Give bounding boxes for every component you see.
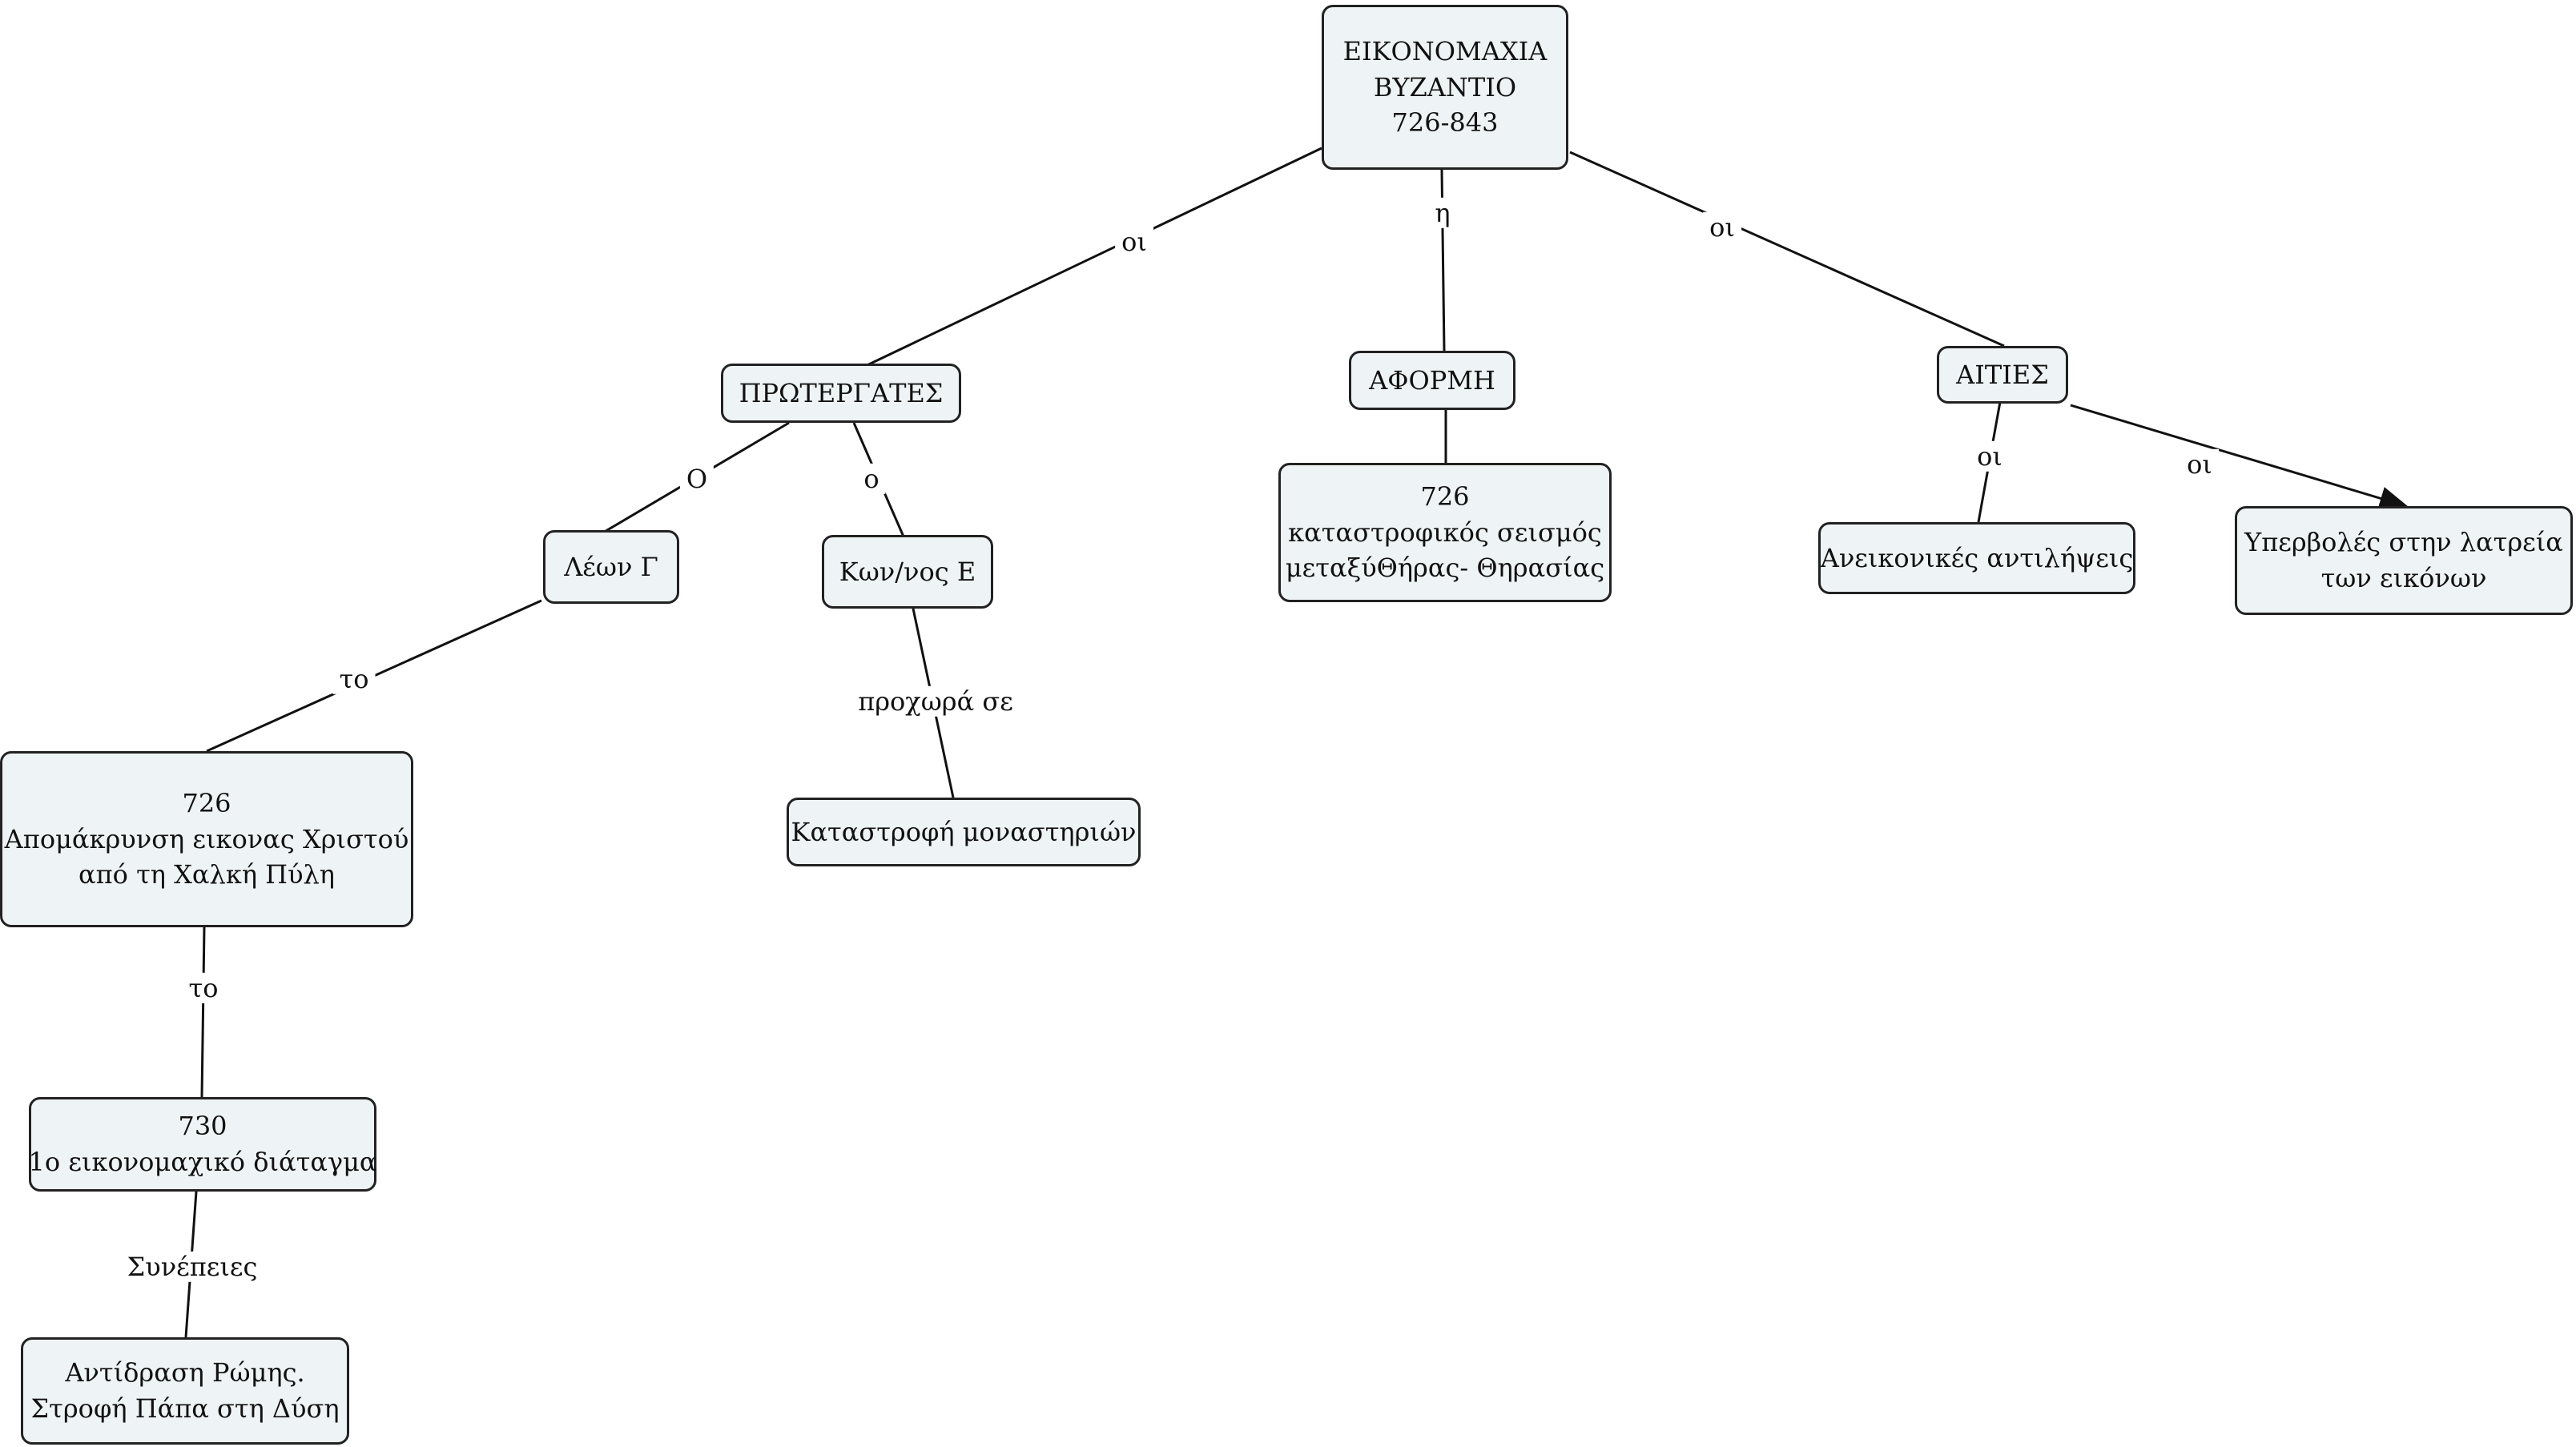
node-seismos-line-1: 726 — [1420, 480, 1470, 512]
node-apomakrynsi-line-1: 726 — [182, 787, 231, 818]
node-root-line-1: ΕΙΚΟΝΟΜΑΧΙΑ — [1342, 35, 1548, 66]
edge-aities-yperboles — [2070, 404, 2409, 510]
node-aneikonikes-text: Ανεικονικές αντιλήψεις — [1820, 542, 2134, 573]
node-antidrasi: Αντίδραση Ρώμης. Στροφή Πάπα στη Δύση — [21, 1337, 349, 1445]
link-label-apomakrynsi-diatagma: το — [182, 972, 225, 1004]
node-leon-text: Λέων Γ — [564, 551, 658, 582]
node-apomakrynsi-line-3: από τη Χαλκή Πύλη — [78, 859, 335, 890]
node-yperboles-line-2: των εικόνων — [2320, 563, 2487, 593]
link-label-root-protergates: οι — [1115, 226, 1153, 258]
node-seismos-line-3: μεταξύΘήρας- Θηρασίας — [1285, 553, 1605, 584]
node-yperboles-line-1: Υπερβολές στην λατρεία — [2244, 527, 2563, 558]
node-diatagma-line-2: 1ο εικονομαχικό διάταγμα — [28, 1147, 377, 1177]
node-leon: Λέων Γ — [543, 530, 679, 604]
edge-root-protergates — [856, 147, 1322, 372]
node-protergates: ΠΡΩΤΕΡΓΑΤΕΣ — [721, 364, 961, 423]
node-antidrasi-line-1: Αντίδραση Ρώμης. — [65, 1357, 305, 1389]
link-label-protergates-konos: ο — [857, 463, 886, 495]
node-seismos-line-2: καταστροφικός σεισμός — [1288, 516, 1602, 548]
node-konos: Κων/νος Ε — [822, 535, 993, 609]
node-katastrofi-text: Καταστροφή μοναστηριών — [791, 816, 1137, 847]
node-aformi: ΑΦΟΡΜΗ — [1349, 351, 1515, 410]
node-root-line-2: ΒΥΖΑΝΤΙΟ — [1373, 71, 1517, 102]
link-label-root-aities: οι — [1703, 211, 1741, 243]
node-seismos: 726 καταστροφικός σεισμός μεταξύΘήρας- Θ… — [1278, 463, 1612, 602]
node-root: ΕΙΚΟΝΟΜΑΧΙΑ ΒΥΖΑΝΤΙΟ 726-843 — [1322, 5, 1568, 170]
node-apomakrynsi: 726 Απομάκρυνση εικονας Χριστού από τη Χ… — [0, 751, 413, 927]
node-aities-text: ΑΙΤΙΕΣ — [1956, 359, 2049, 390]
edge-root-aities — [1569, 151, 2005, 348]
edge-apomakrynsi-diatagma — [200, 926, 206, 1098]
node-yperboles: Υπερβολές στην λατρεία των εικόνων — [2235, 506, 2573, 615]
node-konos-text: Κων/νος Ε — [839, 556, 976, 587]
node-protergates-text: ΠΡΩΤΕΡΓΑΤΕΣ — [739, 377, 944, 408]
node-aformi-text: ΑΦΟΡΜΗ — [1369, 364, 1495, 396]
link-label-root-aformi: η — [1428, 197, 1457, 229]
node-root-line-3: 726-843 — [1391, 107, 1499, 139]
link-label-protergates-leon: Ο — [679, 463, 714, 495]
link-label-konos-katastrofi: προχωρά σε — [851, 685, 1020, 717]
node-diatagma: 730 1ο εικονομαχικό διάταγμα — [29, 1097, 376, 1192]
node-antidrasi-line-2: Στροφή Πάπα στη Δύση — [30, 1393, 340, 1424]
link-label-aities-yperboles: οι — [2180, 448, 2219, 480]
link-label-leon-apomakrynsi: το — [332, 663, 376, 695]
node-aneikonikes: Ανεικονικές αντιλήψεις — [1818, 522, 2135, 594]
link-label-aities-aneikonikes: οι — [1970, 440, 2009, 472]
node-diatagma-line-1: 730 — [178, 1111, 227, 1142]
node-apomakrynsi-line-2: Απομάκρυνση εικονας Χριστού — [4, 823, 409, 854]
node-katastrofi: Καταστροφή μοναστηριών — [787, 798, 1141, 866]
link-label-diatagma-antidrasi: Συνέπειες — [120, 1251, 264, 1283]
node-aities: ΑΙΤΙΕΣ — [1937, 346, 2068, 404]
